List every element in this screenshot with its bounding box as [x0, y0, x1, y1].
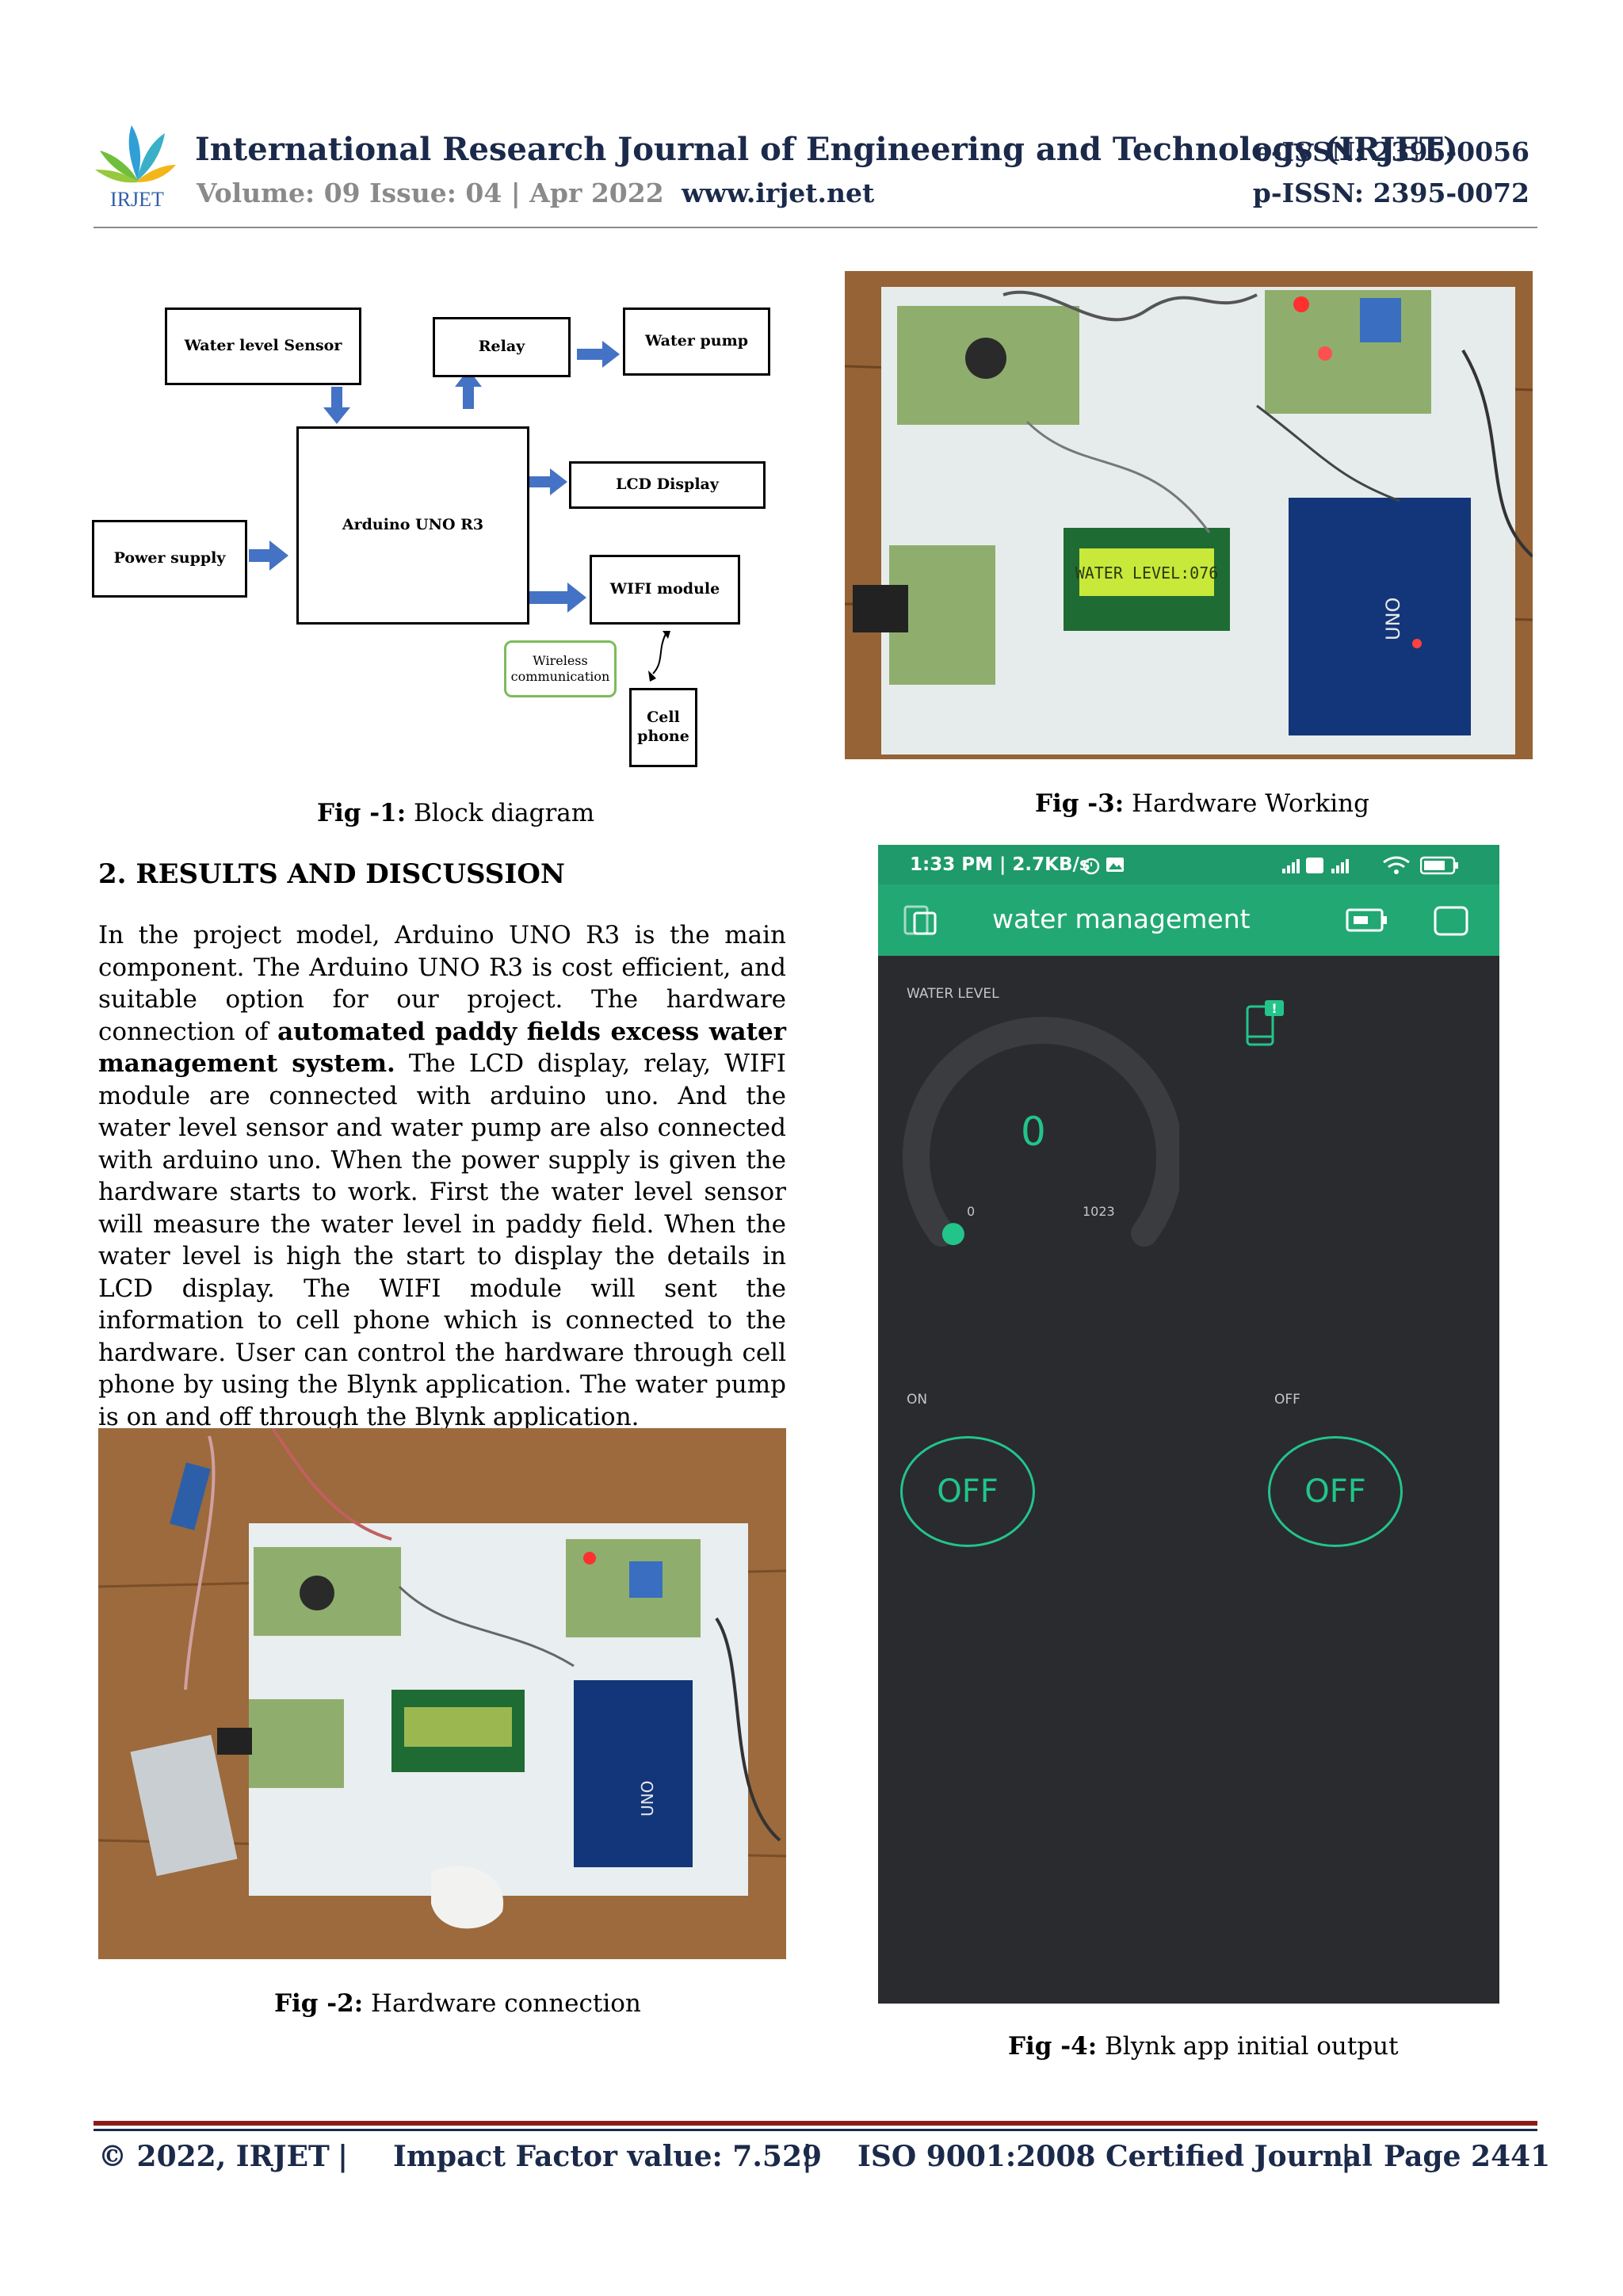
gauge-title: WATER LEVEL — [907, 986, 999, 1002]
gallery-icon — [1106, 858, 1124, 872]
alarm-icon — [1083, 858, 1100, 875]
pump-on-label: ON — [907, 1392, 928, 1408]
journal-title: International Research Journal of Engine… — [195, 131, 1458, 168]
lcd-readout: WATER LEVEL:076 — [1075, 563, 1219, 583]
journal-website[interactable]: www.irjet.net — [682, 178, 875, 208]
arduino-box: Arduino UNO R3 — [296, 426, 529, 625]
arrow-arduino-lcd — [529, 476, 550, 487]
lcd-display-box: LCD Display — [569, 461, 766, 509]
signal-icon — [1282, 858, 1349, 873]
header-divider — [94, 227, 1537, 228]
arrow-arduino-relay-head — [455, 369, 482, 387]
e-issn: e-ISSN: 2395-0056 — [1254, 136, 1529, 167]
relay-box: Relay — [433, 317, 571, 377]
leaf-logo-icon: IRJET — [95, 125, 176, 211]
volume-issue: Volume: 09 Issue: 04 | Apr 2022 — [197, 178, 664, 208]
arrow-arduino-wifi — [529, 591, 569, 604]
wifi-icon — [1383, 856, 1410, 874]
wireless-communication-box: Wireless communication — [504, 640, 617, 697]
gauge-min: 0 — [967, 1204, 976, 1219]
irjet-logo: IRJET — [94, 117, 181, 211]
status-bar: 1:33 PM | 2.7KB/s — [878, 845, 1499, 884]
fig3-text: Hardware Working — [1124, 789, 1369, 818]
status-time: 1:33 PM | 2.7KB/s — [910, 854, 1090, 875]
fig4-caption: Fig -4: Blynk app initial output — [1008, 2032, 1399, 2061]
fig1-text: Block diagram — [406, 799, 595, 827]
arrow-sensor-arduino-head — [323, 407, 350, 424]
cell-phone-box: Cell phone — [629, 688, 697, 767]
arrow-wifi-phone-head — [648, 670, 656, 682]
paragraph-bold: automated paddy fields excess water mana… — [98, 1017, 786, 1079]
block-diagram: Water level Sensor Relay Water pump Ardu… — [89, 301, 786, 777]
footer-separator-2: | — [802, 2140, 813, 2173]
footer-divider-red — [94, 2121, 1537, 2126]
water-level-gauge — [903, 1017, 1179, 1247]
device-battery-icon[interactable] — [1346, 907, 1390, 934]
battery-icon — [1420, 856, 1458, 875]
footer-separator-3: | — [1341, 2140, 1352, 2173]
fig2-label: Fig -2: — [274, 1989, 364, 2018]
footer-page-number: Page 2441 — [1384, 2140, 1551, 2173]
pump-off-label: OFF — [1274, 1392, 1300, 1408]
fig2-caption: Fig -2: Hardware connection — [274, 1989, 641, 2018]
arrow-arduino-lcd-head — [550, 468, 567, 495]
footer-iso: ISO 9001:2008 Certified Journal — [857, 2140, 1373, 2173]
gauge-indicator — [941, 1223, 964, 1246]
footer-divider-blue — [94, 2129, 1537, 2131]
hardware-connection-photo: UNO — [98, 1428, 786, 1959]
power-supply-box: Power supply — [92, 520, 247, 598]
arrow-relay-pump — [577, 349, 602, 360]
results-paragraph: In the project model, Arduino UNO R3 is … — [98, 919, 786, 1433]
diagram-arrows — [249, 341, 670, 682]
paragraph-start: In the project model, Arduino UNO R3 is … — [98, 921, 786, 1046]
footer-impact-factor: Impact Factor value: 7.529 — [393, 2140, 823, 2173]
fig1-caption: Fig -1: Block diagram — [317, 799, 594, 827]
arrow-wifi-phone — [652, 633, 666, 674]
footer-separator-1: | — [338, 2140, 349, 2173]
arrow-sensor-arduino — [331, 387, 342, 407]
gauge-value: 0 — [1021, 1109, 1046, 1155]
fig4-label: Fig -4: — [1008, 2032, 1098, 2061]
devices-icon[interactable] — [903, 905, 937, 937]
pump-off-button[interactable]: OFF — [1268, 1436, 1403, 1547]
gauge-track — [903, 1017, 1179, 1247]
arrow-arduino-wifi-head — [567, 583, 586, 613]
gauge-max: 1023 — [1083, 1204, 1115, 1219]
stop-square-icon[interactable] — [1433, 905, 1471, 937]
notification-phone-icon[interactable]: ! — [1243, 999, 1287, 1048]
arduino-uno-label: UNO — [1382, 598, 1404, 640]
pump-on-button[interactable]: OFF — [900, 1436, 1035, 1547]
app-title: water management — [992, 904, 1251, 934]
fig2-text: Hardware connection — [363, 1989, 641, 2018]
arrow-relay-pump-head — [602, 341, 620, 368]
fig3-label: Fig -3: — [1035, 789, 1125, 818]
footer-copyright: © 2022, IRJET — [98, 2140, 330, 2173]
app-toolbar: water management — [878, 884, 1499, 956]
arrow-arduino-relay — [463, 387, 474, 409]
blynk-app-screenshot: 1:33 PM | 2.7KB/s — [878, 845, 1499, 2004]
svg-text:IRJET: IRJET — [110, 188, 164, 211]
water-pump-box: Water pump — [623, 308, 770, 376]
p-issn: p-ISSN: 2395-0072 — [1252, 178, 1529, 208]
fig4-text: Blynk app initial output — [1097, 2032, 1399, 2061]
wifi-module-box: WIFI module — [590, 555, 740, 625]
arrow-wifi-phone-tail — [663, 631, 670, 639]
hardware-working-photo: WATER LEVEL:076 UNO — [845, 271, 1533, 759]
fig3-caption: Fig -3: Hardware Working — [1035, 789, 1369, 818]
section-heading: 2. RESULTS AND DISCUSSION — [98, 858, 565, 890]
water-level-sensor-box: Water level Sensor — [165, 308, 361, 385]
notification-badge: ! — [1271, 1001, 1277, 1016]
paragraph-end: The LCD display, relay, WIFI module are … — [98, 1049, 787, 1431]
arrow-power-arduino — [249, 549, 271, 562]
arduino-uno-label-2: UNO — [638, 1781, 657, 1817]
fig1-label: Fig -1: — [317, 799, 407, 827]
arrow-power-arduino-head — [269, 541, 288, 571]
